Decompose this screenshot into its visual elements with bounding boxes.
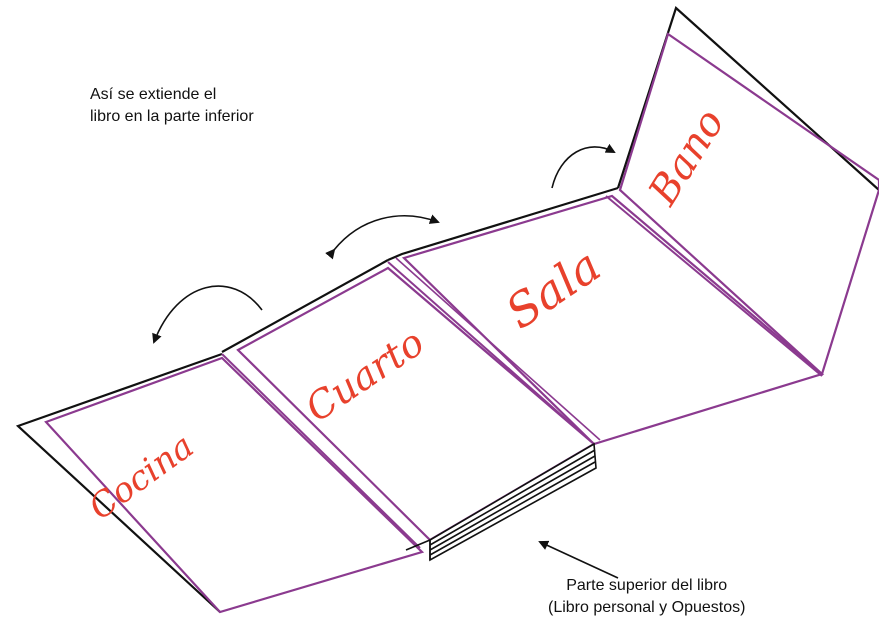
panel-cocina: Cocina bbox=[15, 352, 425, 614]
inner-border-bano bbox=[618, 32, 879, 376]
fold-line-sala-1 bbox=[387, 261, 595, 445]
caption-top: Así se extiende el libro en la parte inf… bbox=[90, 84, 254, 128]
pointer-arrow-icon bbox=[538, 540, 619, 579]
panel-bano: Bano bbox=[605, 6, 879, 377]
book-page-stack bbox=[405, 442, 597, 562]
caption-top-line-2: libro en la parte inferior bbox=[90, 108, 254, 125]
curved-arrow-right-icon bbox=[551, 143, 616, 189]
caption-top-line-1: Así se extiende el bbox=[90, 86, 217, 103]
caption-bottom-line-1: Parte superior del libro bbox=[566, 577, 728, 594]
fold-arrows bbox=[152, 143, 619, 579]
inner-border-cocina bbox=[44, 356, 425, 614]
fold-line-cuarto bbox=[221, 353, 421, 549]
panel-cuarto: Cuarto bbox=[221, 259, 596, 549]
double-arrow-middle-icon bbox=[325, 214, 440, 260]
fold-line-sala-2 bbox=[395, 257, 601, 441]
outer-edge-cocina bbox=[15, 352, 223, 613]
curved-arrow-left-icon bbox=[152, 285, 263, 344]
panel-sala: Sala bbox=[387, 186, 825, 446]
caption-bottom-line-2: (Libro personal y Opuestos) bbox=[548, 599, 746, 616]
outer-edge-cuarto bbox=[221, 259, 389, 353]
outer-edge-bano bbox=[616, 6, 879, 191]
caption-bottom: Parte superior del libro (Libro personal… bbox=[548, 575, 745, 619]
fold-line-bano bbox=[605, 195, 823, 377]
